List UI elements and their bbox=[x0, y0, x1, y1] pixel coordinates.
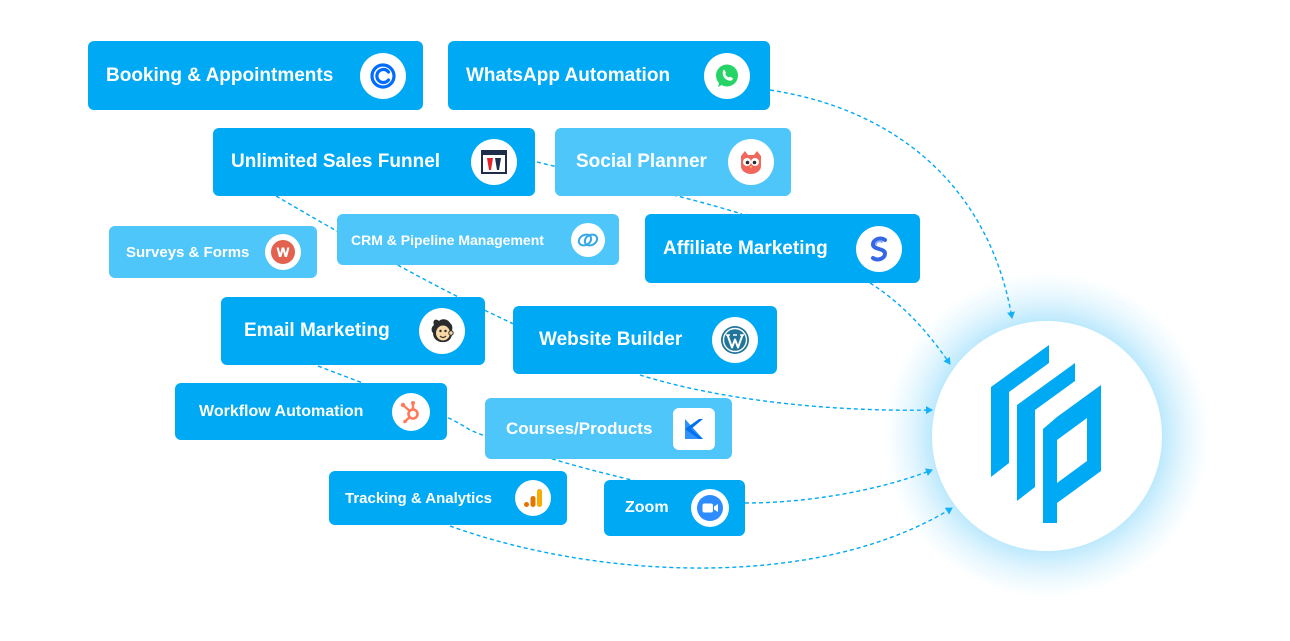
card-email-marketing[interactable]: Email Marketing bbox=[221, 297, 485, 365]
card-label: Website Builder bbox=[539, 329, 683, 350]
card-surveys-forms[interactable]: Surveys & Forms bbox=[109, 226, 317, 278]
interlocking-rings-icon bbox=[571, 222, 605, 257]
mailchimp-icon bbox=[419, 308, 465, 354]
wordpress-icon bbox=[712, 317, 758, 363]
card-workflow-automation[interactable]: Workflow Automation bbox=[175, 383, 447, 440]
card-label: Social Planner bbox=[576, 151, 707, 172]
card-unlimited-sales-funnel[interactable]: Unlimited Sales Funnel bbox=[213, 128, 535, 196]
card-label: Booking & Appointments bbox=[106, 64, 334, 86]
google-analytics-icon bbox=[515, 480, 551, 516]
platform-logo-icon bbox=[983, 344, 1111, 528]
card-courses-products[interactable]: Courses/Products bbox=[485, 398, 732, 459]
hootsuite-owl-icon bbox=[728, 139, 774, 185]
zoom-camera-icon bbox=[691, 489, 729, 527]
card-label: Unlimited Sales Funnel bbox=[231, 151, 441, 172]
card-tracking-analytics[interactable]: Tracking & Analytics bbox=[329, 471, 567, 525]
affiliate-s-icon bbox=[856, 225, 902, 272]
card-label: Email Marketing bbox=[244, 320, 390, 341]
card-label: CRM & Pipeline Management bbox=[351, 231, 544, 248]
connector-tracking-to-hub bbox=[449, 507, 953, 569]
card-label: Workflow Automation bbox=[199, 402, 364, 420]
card-label: Affiliate Marketing bbox=[663, 237, 828, 259]
card-zoom[interactable]: Zoom bbox=[604, 480, 745, 536]
card-label: WhatsApp Automation bbox=[466, 64, 671, 86]
card-booking-appointments[interactable]: Booking & Appointments bbox=[88, 41, 423, 110]
card-affiliate-marketing[interactable]: Affiliate Marketing bbox=[645, 214, 920, 283]
platform-hub bbox=[932, 321, 1162, 551]
connector-funnel-to-website bbox=[275, 195, 519, 327]
card-social-planner[interactable]: Social Planner bbox=[555, 128, 791, 196]
connector-whatsapp-to-hub bbox=[769, 89, 1015, 319]
card-label: Zoom bbox=[625, 499, 669, 516]
whatsapp-icon bbox=[704, 52, 750, 99]
connector-affiliate-to-hub bbox=[869, 282, 951, 365]
card-label: Courses/Products bbox=[506, 418, 653, 438]
card-website-builder[interactable]: Website Builder bbox=[513, 306, 777, 374]
calendly-icon bbox=[360, 52, 406, 99]
card-whatsapp-automation[interactable]: WhatsApp Automation bbox=[448, 41, 770, 110]
wufoo-icon bbox=[265, 234, 301, 270]
clickfunnels-icon bbox=[471, 139, 517, 185]
card-crm-pipeline-management[interactable]: CRM & Pipeline Management bbox=[337, 214, 619, 265]
kajabi-icon bbox=[673, 407, 715, 450]
card-label: Surveys & Forms bbox=[126, 243, 250, 261]
connector-email-to-zoom bbox=[317, 365, 641, 483]
hubspot-icon bbox=[392, 392, 430, 431]
card-label: Tracking & Analytics bbox=[345, 489, 492, 507]
